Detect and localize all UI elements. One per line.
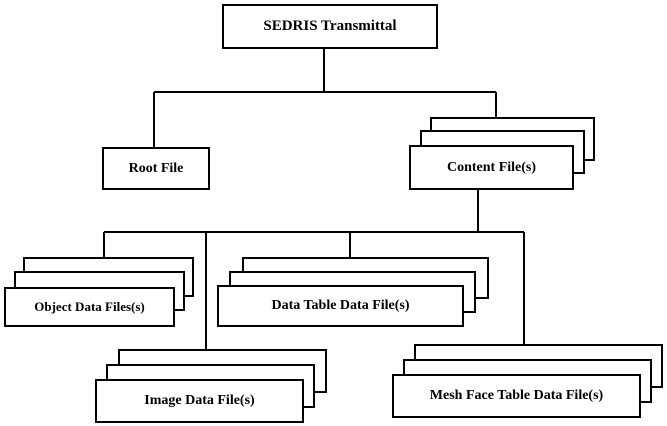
content-files-front-layer [409,145,574,190]
image-data-files-label: Image Data File(s) [144,393,255,408]
root-file-label: Root File [128,160,184,176]
root-file-box: Root File [102,147,210,190]
data-table-files-label: Data Table Data File(s) [271,298,410,313]
data-table-front-layer [217,285,464,327]
mesh-face-front-layer [392,374,641,418]
image-data-files-stack: Image Data File(s) [95,349,327,423]
object-data-front-layer [4,287,175,327]
sedris-transmittal-box: SEDRIS Transmittal [222,4,438,49]
image-data-front-layer [95,379,304,423]
data-table-files-stack: Data Table Data File(s) [217,257,489,327]
content-files-stack: Content File(s) [409,117,595,190]
mesh-face-table-files-stack: Mesh Face Table Data File(s) [392,344,663,418]
object-data-files-stack: Object Data Files(s) [4,257,194,327]
sedris-transmittal-label: SEDRIS Transmittal [263,18,397,34]
object-data-files-label: Object Data Files(s) [34,299,145,314]
content-files-label: Content File(s) [446,159,537,175]
mesh-face-table-files-label: Mesh Face Table Data File(s) [429,388,604,403]
